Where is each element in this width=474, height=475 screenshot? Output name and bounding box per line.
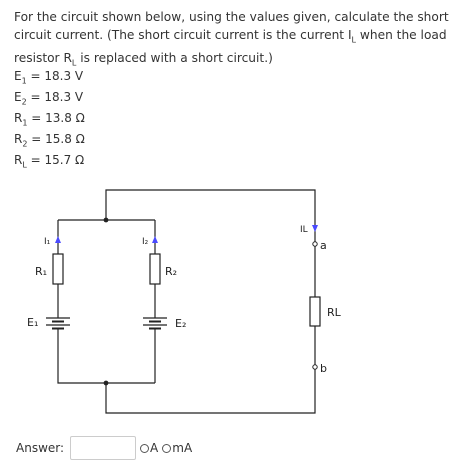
wire-top-outer (105, 189, 316, 297)
unit-option-ma[interactable]: mA (162, 441, 192, 455)
junction-top (103, 217, 109, 223)
answer-label: Answer: (16, 441, 65, 455)
node-b-terminal (312, 364, 318, 370)
resistor-r1 (52, 253, 64, 285)
label-node-a: a (320, 239, 327, 252)
label-e1: E₁ (27, 316, 38, 329)
question-text: For the circuit shown below, using the v… (14, 10, 449, 68)
current-arrow-i2 (152, 236, 158, 243)
battery-e1 (46, 317, 70, 330)
resistor-r2 (149, 253, 161, 285)
resistor-rl (309, 296, 321, 327)
battery-e2 (143, 317, 167, 330)
current-arrow-il (312, 225, 318, 232)
answer-input[interactable] (70, 436, 137, 460)
label-r2: R₂ (165, 265, 177, 278)
given-e1: E1 = 18.3 V (14, 69, 84, 86)
label-e2: E₂ (175, 317, 186, 330)
wire-bottom-outer (105, 326, 316, 414)
given-r1: R1 = 13.8 Ω (14, 111, 85, 128)
circuit-diagram: I₁ I₂ IL R₁ R₂ RL E₁ E₂ a b (27, 189, 342, 414)
label-r1: R₁ (35, 265, 47, 278)
label-i2: I₂ (142, 237, 149, 247)
label-node-b: b (320, 362, 327, 375)
unit-ma-label: mA (172, 441, 193, 455)
given-e2: E2 = 18.3 V (14, 90, 84, 107)
current-arrow-i1 (55, 236, 61, 243)
label-il: IL (300, 225, 308, 235)
junction-bottom (103, 380, 109, 386)
given-r2: R2 = 15.8 Ω (14, 132, 85, 149)
unit-option-a[interactable]: A (140, 441, 158, 455)
label-rl: RL (327, 306, 342, 319)
unit-a-radio[interactable] (140, 443, 150, 453)
answer-row: Answer: A mA (16, 434, 192, 462)
unit-a-label: A (150, 441, 159, 455)
given-rl: RL = 15.7 Ω (14, 153, 85, 170)
unit-ma-radio[interactable] (162, 443, 172, 453)
label-i1: I₁ (44, 237, 51, 247)
given-values: E1 = 18.3 V E2 = 18.3 V R1 = 13.8 Ω R2 =… (14, 66, 85, 171)
wire-left-lower (57, 328, 155, 384)
node-a-terminal (312, 241, 318, 247)
